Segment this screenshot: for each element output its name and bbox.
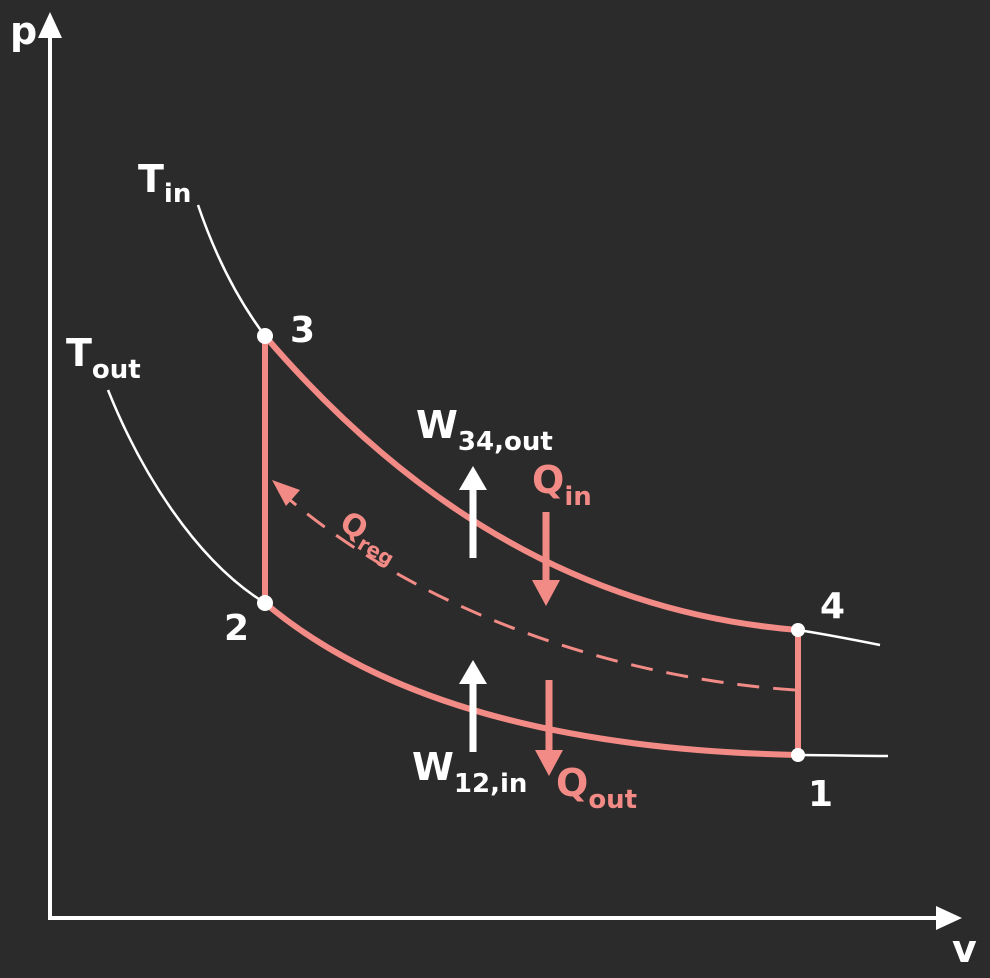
isotherm-t-out-label: Tout: [66, 331, 141, 385]
isotherm-t-out-upper: [106, 389, 266, 605]
process-3-4: [262, 333, 801, 633]
q-reg-label: Qreg: [332, 505, 407, 571]
isotherm-t-out-tail: [797, 753, 889, 758]
q-reg-dashed-line: [289, 498, 796, 692]
w34-arrowhead: [459, 466, 487, 490]
state-label-1: 1: [808, 774, 833, 815]
isotherm-t-in-tail: [797, 628, 881, 647]
state-points: [257, 328, 805, 762]
q-reg-arrowhead: [272, 480, 300, 506]
state-label-3: 3: [290, 310, 315, 351]
x-axis-arrowhead: [936, 906, 962, 930]
t-in-sub: in: [164, 179, 191, 209]
y-axis-arrowhead: [38, 12, 62, 38]
x-axis-label: v: [952, 927, 977, 971]
y-axis-label: p: [10, 9, 37, 53]
state-label-2: 2: [224, 608, 249, 649]
t-out-sub: out: [92, 355, 141, 385]
process-2-1: [262, 600, 801, 758]
q-out-arrowhead: [535, 750, 563, 776]
state-point-4: [791, 623, 805, 637]
q-in-arrowhead: [532, 580, 560, 606]
q-in-main: Q: [532, 458, 564, 502]
state-label-4: 4: [820, 586, 845, 627]
q-out-label: Qout: [556, 761, 637, 815]
state-point-3: [257, 328, 273, 344]
isotherm-t-in-label: Tin: [138, 157, 191, 209]
w34-main: W: [416, 403, 458, 447]
q-in-sub: in: [564, 482, 591, 512]
axes: p v: [10, 9, 977, 971]
state-point-1: [791, 748, 805, 762]
t-in-main: T: [138, 157, 164, 201]
q-out-sub: out: [588, 785, 637, 815]
t-out-main: T: [66, 331, 92, 375]
w34-sub: 34,out: [458, 427, 553, 457]
isotherm-t-in-upper: [196, 204, 267, 337]
q-out-main: Q: [556, 761, 588, 805]
state-point-2: [257, 595, 273, 611]
isotherms: [106, 204, 889, 758]
w12-sub: 12,in: [454, 769, 527, 799]
q-in-label: Qin: [532, 458, 592, 512]
w34-label: W34,out: [416, 403, 553, 457]
w12-arrowhead: [459, 660, 487, 684]
heat-arrows: [532, 512, 563, 776]
w12-main: W: [412, 745, 454, 789]
work-arrows: [459, 466, 487, 752]
cycle: [262, 333, 801, 758]
w12-label: W12,in: [412, 745, 527, 799]
